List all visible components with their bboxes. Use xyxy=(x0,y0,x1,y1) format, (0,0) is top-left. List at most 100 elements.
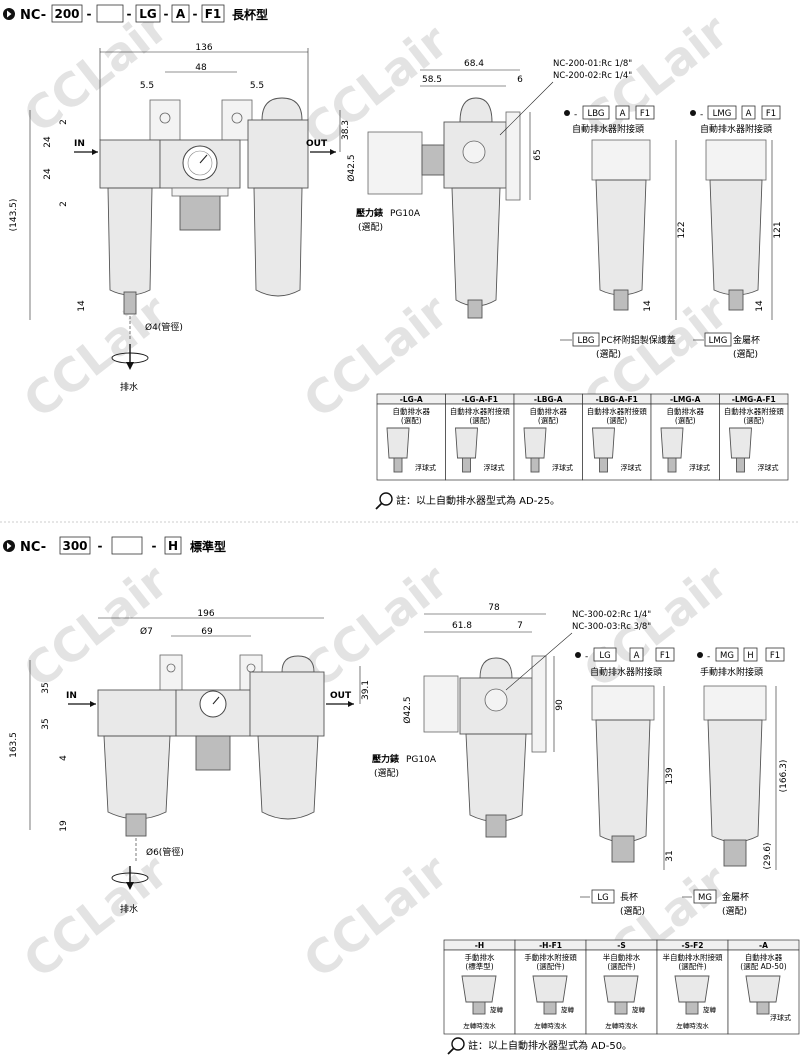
regulator-collar xyxy=(171,187,229,197)
option-drain xyxy=(613,289,629,311)
in-arrow-head xyxy=(92,149,98,155)
bowl-thumb xyxy=(592,427,615,459)
option-box-text: A xyxy=(634,651,640,661)
option-box xyxy=(765,647,785,662)
dim-29.6: (29.6) xyxy=(763,842,773,869)
model-sep: - xyxy=(127,7,132,21)
bracket-hole xyxy=(231,112,243,124)
dim-42.5: Ø42.5 xyxy=(346,154,357,181)
leader-line xyxy=(505,632,573,691)
option-bowl xyxy=(707,719,763,843)
in-label: IN xyxy=(74,139,85,149)
dim-42.5: Ø42.5 xyxy=(402,696,413,723)
lg-text: 長杯 xyxy=(620,891,638,903)
port-label-2: NC-300-03:Rc 3/8" xyxy=(572,622,651,632)
model-box xyxy=(51,4,83,23)
mg-text: 金屬杯 xyxy=(722,891,749,903)
side-port xyxy=(462,140,486,164)
gauge-side xyxy=(367,131,423,195)
option-bowl xyxy=(595,719,651,843)
option-box xyxy=(582,105,610,120)
section-2-title: NC- 300 - - H 標準型 xyxy=(3,536,226,555)
model-name: 標準型 xyxy=(190,539,226,554)
watermark: CCLair xyxy=(14,284,179,429)
option-box-text: A xyxy=(746,109,752,119)
option-box xyxy=(615,105,630,120)
lubricator-bowl xyxy=(257,735,319,820)
model-sep: - xyxy=(98,539,103,553)
dim-4: 4 xyxy=(59,755,69,761)
table-header: -LBG-A-F1 xyxy=(596,395,638,404)
model-box xyxy=(59,536,91,555)
s1-side-view: 68.4 58.5 6 Ø42.5 65 NC-200-01:Rc 1/8" N… xyxy=(346,59,632,319)
port-label-1: NC-300-02:Rc 1/4" xyxy=(572,610,651,620)
gauge-optional: (選配) xyxy=(358,222,383,233)
model-box-text: F1 xyxy=(205,7,222,21)
lmg-code: LMG xyxy=(709,336,728,346)
table-header: -LG-A-F1 xyxy=(462,395,498,404)
drain-thumb xyxy=(685,1001,699,1015)
model-box-text: 300 xyxy=(62,539,87,553)
bowl-thumb xyxy=(386,427,410,459)
option-box xyxy=(761,105,781,120)
tube-label: Ø4(管徑) xyxy=(145,321,183,333)
lubricator-dome xyxy=(281,655,315,673)
dim-122: 122 xyxy=(677,221,687,238)
option-sep: - xyxy=(574,110,577,120)
option-caption: 自動排水器附接頭 xyxy=(590,666,662,678)
s2-note: 註：以上自動排水器型式為 AD-50。 xyxy=(447,1037,632,1055)
option-box-text: LBG xyxy=(587,109,604,119)
gauge-ring xyxy=(187,150,213,176)
dim-2b: 2 xyxy=(59,201,69,207)
model-box-text: 200 xyxy=(54,7,79,21)
table-sub: 自動排水器附接頭 xyxy=(450,406,510,416)
table-sub: 自動排水器 xyxy=(667,406,705,416)
magnifier-handle xyxy=(375,502,383,510)
table-opt: (選配) xyxy=(675,415,696,425)
option-box xyxy=(743,647,758,662)
dim-6: 6 xyxy=(517,75,523,85)
bowl-thumb xyxy=(603,975,639,1003)
section-1-title: NC- 200 - - LG - A - F1 長杯型 xyxy=(3,4,268,23)
bowl-thumb xyxy=(523,427,547,459)
option-sep: - xyxy=(700,110,703,120)
dim-166.3: (166.3) xyxy=(779,760,789,793)
option-bowl xyxy=(595,179,647,296)
dim-38.3: 38.3 xyxy=(341,120,351,140)
dim-5.5b: 5.5 xyxy=(250,81,264,91)
dim-163.5: 163.5 xyxy=(9,732,19,758)
dim-14b: 14 xyxy=(643,300,653,312)
lbg-code: LBG xyxy=(577,336,594,346)
table-header: -H-F1 xyxy=(539,941,562,950)
drain-label: 排水 xyxy=(120,903,138,915)
watermark: CCLair xyxy=(14,844,179,989)
bowl-thumb xyxy=(532,975,568,1003)
side-bracket xyxy=(505,111,521,201)
table-sub2: (選配件) xyxy=(536,961,564,971)
table-opt: (選配) xyxy=(469,415,490,425)
dim-61.8: 61.8 xyxy=(452,621,472,631)
model-box xyxy=(135,4,161,23)
rotate-label: 旋轉 xyxy=(703,1005,717,1014)
magnifier-icon xyxy=(451,1037,465,1051)
option-drain xyxy=(728,289,744,311)
lubricator-bowl xyxy=(253,187,303,297)
option-sep: - xyxy=(707,652,710,662)
side-drain xyxy=(467,299,483,319)
mg-code: MG xyxy=(698,893,712,903)
option-caption: 手動排水附接頭 xyxy=(700,666,763,678)
table-sub: 自動排水器 xyxy=(393,406,431,416)
dim-68.4: 68.4 xyxy=(464,59,484,69)
model-box-text: LG xyxy=(139,7,157,21)
leader-line xyxy=(499,81,554,136)
drain-thumb xyxy=(667,457,677,473)
table-sub: 自動排水器 xyxy=(745,952,783,962)
drain-label: 排水 xyxy=(120,381,138,393)
out-label: OUT xyxy=(330,691,352,701)
in-label: IN xyxy=(66,691,77,701)
dim-143.5: (143.5) xyxy=(9,199,19,232)
option-caption: 自動排水器附接頭 xyxy=(700,123,772,135)
option-caption: 自動排水器附接頭 xyxy=(572,123,644,135)
float-label: 浮球式 xyxy=(415,463,436,472)
